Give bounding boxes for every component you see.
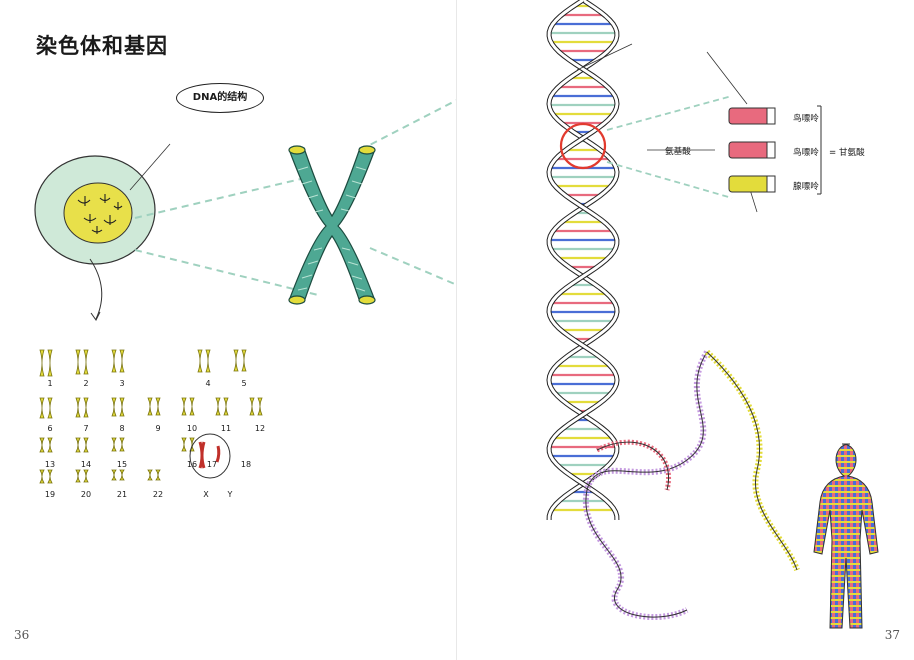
helix-backbone [547, 0, 619, 520]
chromosome-number: 3 [119, 379, 125, 388]
chromosome-number: 11 [220, 424, 232, 433]
chromosome-shape [197, 349, 203, 373]
chromosome-shape [111, 469, 117, 481]
left-page: 染色体和基因 DNA的结构 [14, 34, 457, 642]
chromosome-number: 12 [254, 424, 266, 433]
chromosome-shape [75, 349, 81, 375]
chromosome-shape [39, 349, 45, 377]
chromosome-shape [119, 437, 125, 452]
cell-to-karyotype-arrow [89, 258, 103, 321]
chromosome-shape [39, 469, 45, 484]
chromosome-number: 14 [80, 460, 92, 469]
chromosome-number: 21 [116, 490, 128, 499]
chromosome-shape [189, 397, 195, 416]
chromosome-shape [83, 469, 89, 483]
chromosome-number: 5 [241, 379, 247, 388]
codon-diagram [728, 105, 822, 195]
helix-backbone [547, 0, 619, 520]
chromosome-number: X [203, 490, 209, 499]
chromosome-number: 8 [119, 424, 125, 433]
codon-label-2: 鸟嘌呤 [793, 148, 819, 158]
chromosome-shape [75, 437, 81, 453]
chromosome-shape [83, 349, 89, 375]
chromosome-shape [111, 437, 117, 452]
karyotype-chart [39, 349, 263, 484]
chromosome-number: 7 [83, 424, 89, 433]
page-number-right: 37 [884, 628, 900, 642]
intro-pointer-line [129, 143, 171, 191]
chromosome-shape [75, 469, 81, 483]
dashed-connectors-left [134, 99, 457, 296]
chromosome-shape [83, 397, 89, 418]
chromosome-shape [241, 349, 247, 372]
chromosome-number: 4 [205, 379, 211, 388]
dna-structure-bubble: DNA的结构 [176, 83, 264, 113]
right-page: 氨基酸 鸟嘌呤 鸟嘌呤 腺嘌呤 = 甘氨酸 37 [457, 0, 914, 660]
chromosome-number: 1 [47, 379, 53, 388]
chromosome-shape [233, 349, 239, 372]
codon-label-1: 鸟嘌呤 [793, 114, 819, 124]
chromosome-shape [47, 469, 53, 484]
codon-label-3: 腺嘌呤 [793, 182, 819, 192]
chromosome-number: 2 [83, 379, 89, 388]
chromosome-shape [155, 469, 161, 481]
chromosome-shape [181, 397, 187, 416]
chromosome-shape [223, 397, 229, 416]
glycine-label: = 甘氨酸 [829, 148, 865, 158]
chromosome-number: 19 [44, 490, 56, 499]
chromosome-shape [189, 437, 195, 452]
chromosome-shape [83, 437, 89, 453]
chromosome-shape [39, 397, 45, 419]
chromosome-shape [111, 397, 117, 417]
chromosome-number: 13 [44, 460, 56, 469]
chromosome-shape [147, 469, 153, 481]
human-figure-illustration [813, 443, 879, 629]
chromosome-number: Y [227, 490, 233, 499]
dna-helix-illustration [546, 0, 620, 520]
amino-acid-label: 氨基酸 [665, 147, 691, 157]
chromosome-shape [119, 469, 125, 481]
chromosome-shape [119, 349, 125, 373]
chromosome-shape [257, 397, 263, 416]
chromosome-shape [47, 437, 53, 453]
chromosome-shape [119, 397, 125, 417]
chromosome-number: 20 [80, 490, 92, 499]
chromosome-number: 17 [206, 460, 218, 469]
dashed-connectors-right [576, 43, 758, 213]
chromosome-shape [47, 349, 53, 377]
page-title: 染色体和基因 [36, 34, 168, 58]
chromosome-shape [155, 397, 161, 416]
chromosome-shape [111, 349, 117, 373]
chromosome-shape [181, 437, 187, 452]
chromosome-number: 9 [155, 424, 161, 433]
chromosome-shape [249, 397, 255, 416]
chromosome-number: 18 [240, 460, 252, 469]
chromosome-number: 10 [186, 424, 198, 433]
chromosome-number: 22 [152, 490, 164, 499]
page-gutter [456, 0, 457, 660]
chromosome-shape [39, 437, 45, 453]
chromosome-shape [147, 397, 153, 416]
chromosome-shape [47, 397, 53, 419]
page-number-left: 36 [14, 628, 30, 642]
chromosome-number: 15 [116, 460, 128, 469]
chromosome-number: 6 [47, 424, 53, 433]
chromosome-shape [215, 397, 221, 416]
chromosome-shape [75, 397, 81, 418]
cell-illustration [34, 155, 156, 265]
x-chromosome-illustration [288, 145, 376, 305]
coiled-dna-illustration [582, 349, 800, 620]
chromosome-number: 16 [186, 460, 198, 469]
chromosome-shape [205, 349, 211, 373]
